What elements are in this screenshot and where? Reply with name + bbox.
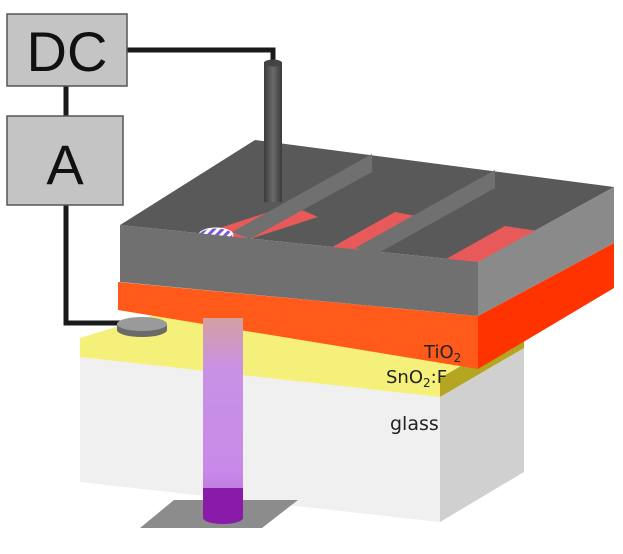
tio2-label-base: TiO xyxy=(423,342,454,363)
dc-source-box xyxy=(6,13,128,87)
glass-label: glass xyxy=(390,413,439,435)
glass-substrate xyxy=(80,348,524,522)
back-contact-top xyxy=(117,317,167,331)
sno2-label-base: SnO xyxy=(386,367,423,388)
dc-source-label: DC xyxy=(27,20,108,83)
sno2-label-suffix: :F xyxy=(431,367,447,388)
glass-front-face xyxy=(80,357,440,522)
mask-divider-1 xyxy=(232,154,372,239)
probe xyxy=(264,59,282,202)
mask-box xyxy=(120,140,614,316)
tio2-label-sub: 2 xyxy=(454,351,462,365)
mask-front-face xyxy=(120,225,478,316)
tio2-front-face xyxy=(118,282,478,369)
fto-front-face xyxy=(80,338,440,397)
ammeter-box xyxy=(6,115,124,206)
light-beam-end xyxy=(203,512,243,524)
probe-rod xyxy=(264,62,282,202)
wire-dc-to-probe xyxy=(127,47,276,66)
sno2-label-sub: 2 xyxy=(423,376,431,390)
wire-ammeter-to-contact xyxy=(63,205,130,326)
tio2-side-face xyxy=(478,243,614,369)
ammeter-label: A xyxy=(46,133,84,196)
back-contact xyxy=(117,317,167,337)
light-beam xyxy=(140,318,298,528)
ammeter: A xyxy=(6,115,124,206)
tio2-layer xyxy=(118,243,614,369)
sno2-label: SnO2:F xyxy=(386,367,447,390)
tio2-label: TiO2 xyxy=(423,342,461,365)
mask-divider-2 xyxy=(355,170,495,255)
mask-side-face xyxy=(478,187,614,316)
glass-side-face xyxy=(440,348,524,522)
dc-source: DC xyxy=(6,13,128,87)
probe-rod-top xyxy=(264,59,282,67)
